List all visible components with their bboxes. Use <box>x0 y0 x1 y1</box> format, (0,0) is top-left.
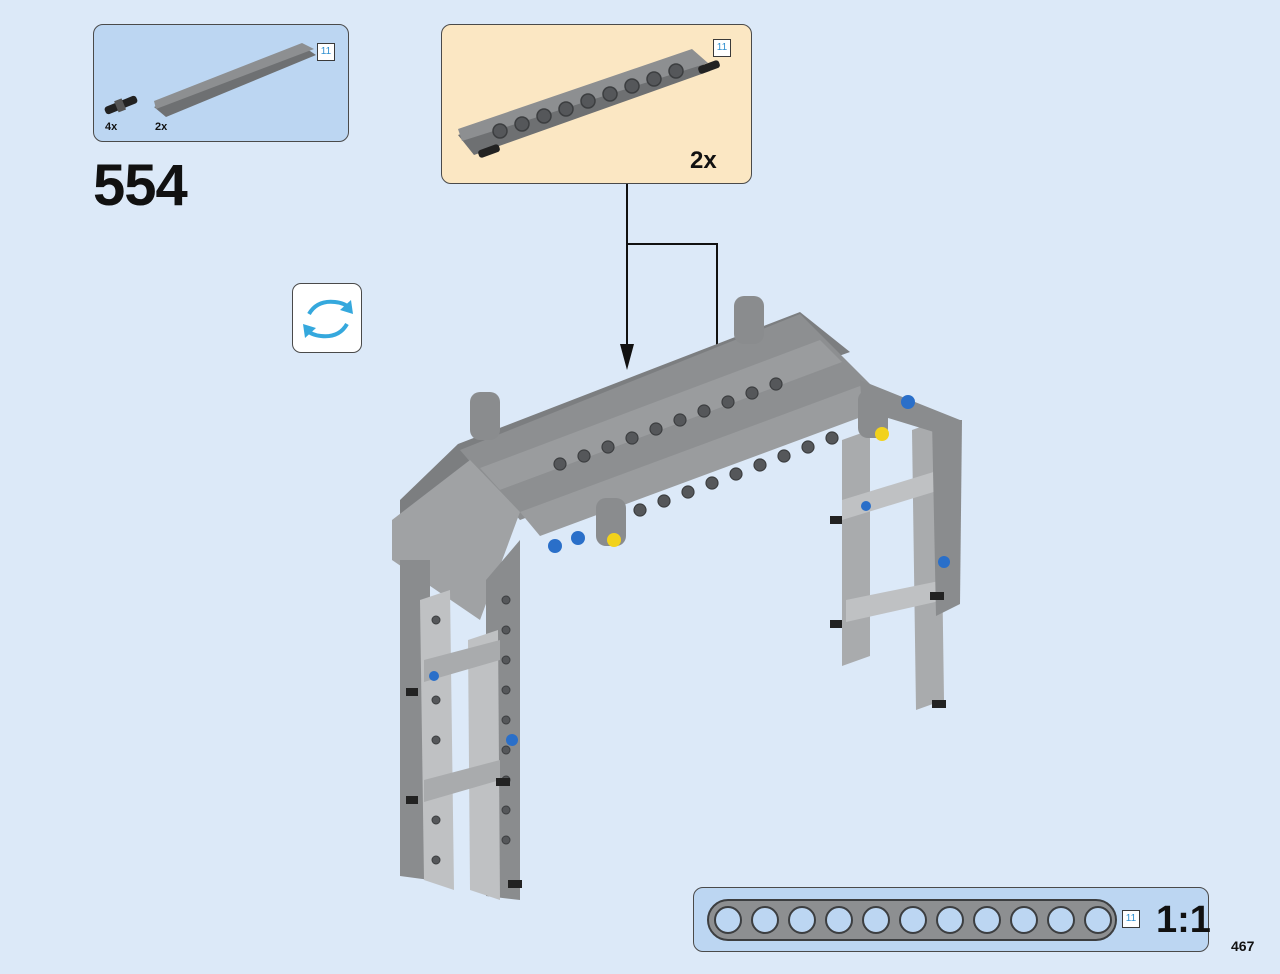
front-left-leg <box>400 540 522 900</box>
roof-beams <box>392 296 960 620</box>
rotate-model-icon <box>292 283 362 353</box>
yellow-axle-connectors <box>607 427 889 547</box>
beam-quantity: 2x <box>155 121 168 133</box>
parts-list: 4x 2x 11 <box>93 24 349 142</box>
scale-reference-box: 11 <box>693 887 1209 952</box>
blue-connector-pins <box>429 395 950 746</box>
callout-quantity: 2x <box>690 147 717 174</box>
page-number: 467 <box>1231 938 1255 954</box>
callout-beam-illustration <box>458 49 720 158</box>
pin-quantity: 4x <box>105 121 118 133</box>
beam-length-tag: 11 <box>317 43 335 61</box>
back-leg-pins <box>830 516 946 708</box>
parts-illustration <box>104 43 316 117</box>
beam-part-image <box>154 43 316 117</box>
pin-part-image <box>104 95 138 115</box>
callout-length-tag: 11 <box>713 39 731 57</box>
scale-length-tag: 11 <box>1122 910 1140 928</box>
scale-beam-image <box>707 899 1117 941</box>
sub-assembly-callout: 11 2x <box>441 24 752 184</box>
rotate-arrows-icon <box>303 299 353 339</box>
scale-label: 1:1 <box>1156 899 1211 941</box>
step-number: 554 <box>93 153 188 218</box>
